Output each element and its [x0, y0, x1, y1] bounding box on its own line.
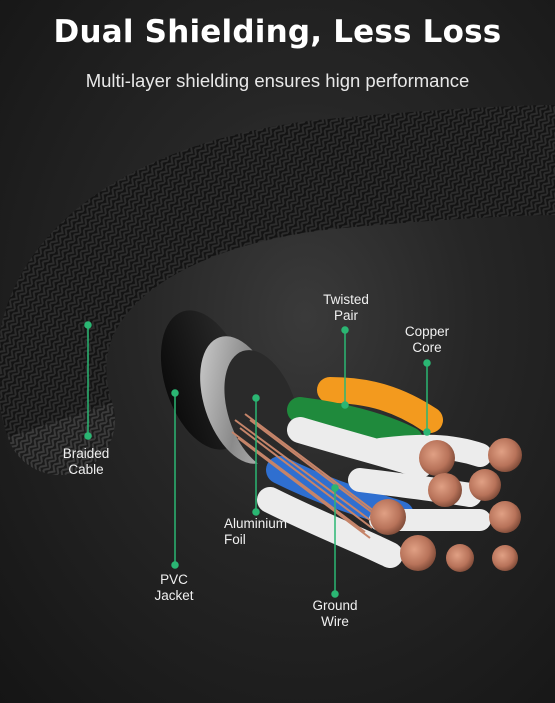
copper-cores	[370, 438, 522, 572]
braided-cable-body	[0, 105, 555, 475]
subheadline: Multi-layer shielding ensures hign perfo…	[85, 70, 470, 91]
ground-wire-strands	[231, 413, 383, 539]
headline: Dual Shielding, Less Loss	[53, 14, 502, 50]
